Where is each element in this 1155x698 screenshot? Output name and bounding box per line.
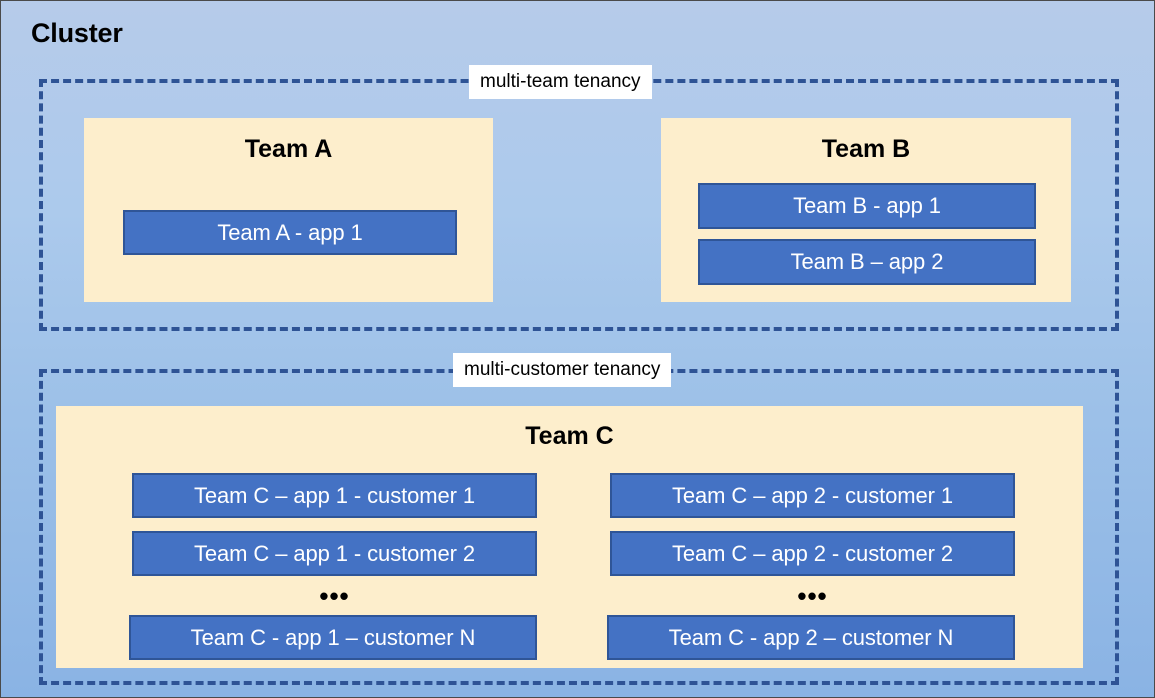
team-panel-a: Team A Team A - app 1 bbox=[84, 118, 493, 302]
app-box-team-c-app-2-customer-2[interactable]: Team C – app 2 - customer 2 bbox=[610, 531, 1015, 576]
app-box-team-c-app-1-customer-1[interactable]: Team C – app 1 - customer 1 bbox=[132, 473, 537, 518]
team-panel-c: Team C Team C – app 1 - customer 1 Team … bbox=[56, 406, 1083, 668]
team-a-title: Team A bbox=[244, 135, 333, 163]
app-box-team-c-app-2-customer-1[interactable]: Team C – app 2 - customer 1 bbox=[610, 473, 1015, 518]
team-b-title: Team B bbox=[821, 135, 911, 163]
ellipsis-team-c-app-2: ••• bbox=[797, 581, 828, 611]
app-box-team-c-app-2-customer-n[interactable]: Team C - app 2 – customer N bbox=[607, 615, 1015, 660]
tenancy-label-multi-team: multi-team tenancy bbox=[469, 65, 652, 99]
cluster-title: Cluster bbox=[31, 18, 123, 48]
app-box-team-a-app-1[interactable]: Team A - app 1 bbox=[123, 210, 457, 255]
app-box-team-c-app-1-customer-2[interactable]: Team C – app 1 - customer 2 bbox=[132, 531, 537, 576]
team-panel-b: Team B Team B - app 1 Team B – app 2 bbox=[661, 118, 1071, 302]
app-box-team-b-app-1[interactable]: Team B - app 1 bbox=[698, 183, 1036, 229]
ellipsis-team-c-app-1: ••• bbox=[319, 581, 350, 611]
app-box-team-b-app-2[interactable]: Team B – app 2 bbox=[698, 239, 1036, 285]
team-c-title: Team C bbox=[525, 422, 614, 450]
tenancy-label-multi-customer: multi-customer tenancy bbox=[453, 353, 672, 387]
app-box-team-c-app-1-customer-n[interactable]: Team C - app 1 – customer N bbox=[129, 615, 537, 660]
